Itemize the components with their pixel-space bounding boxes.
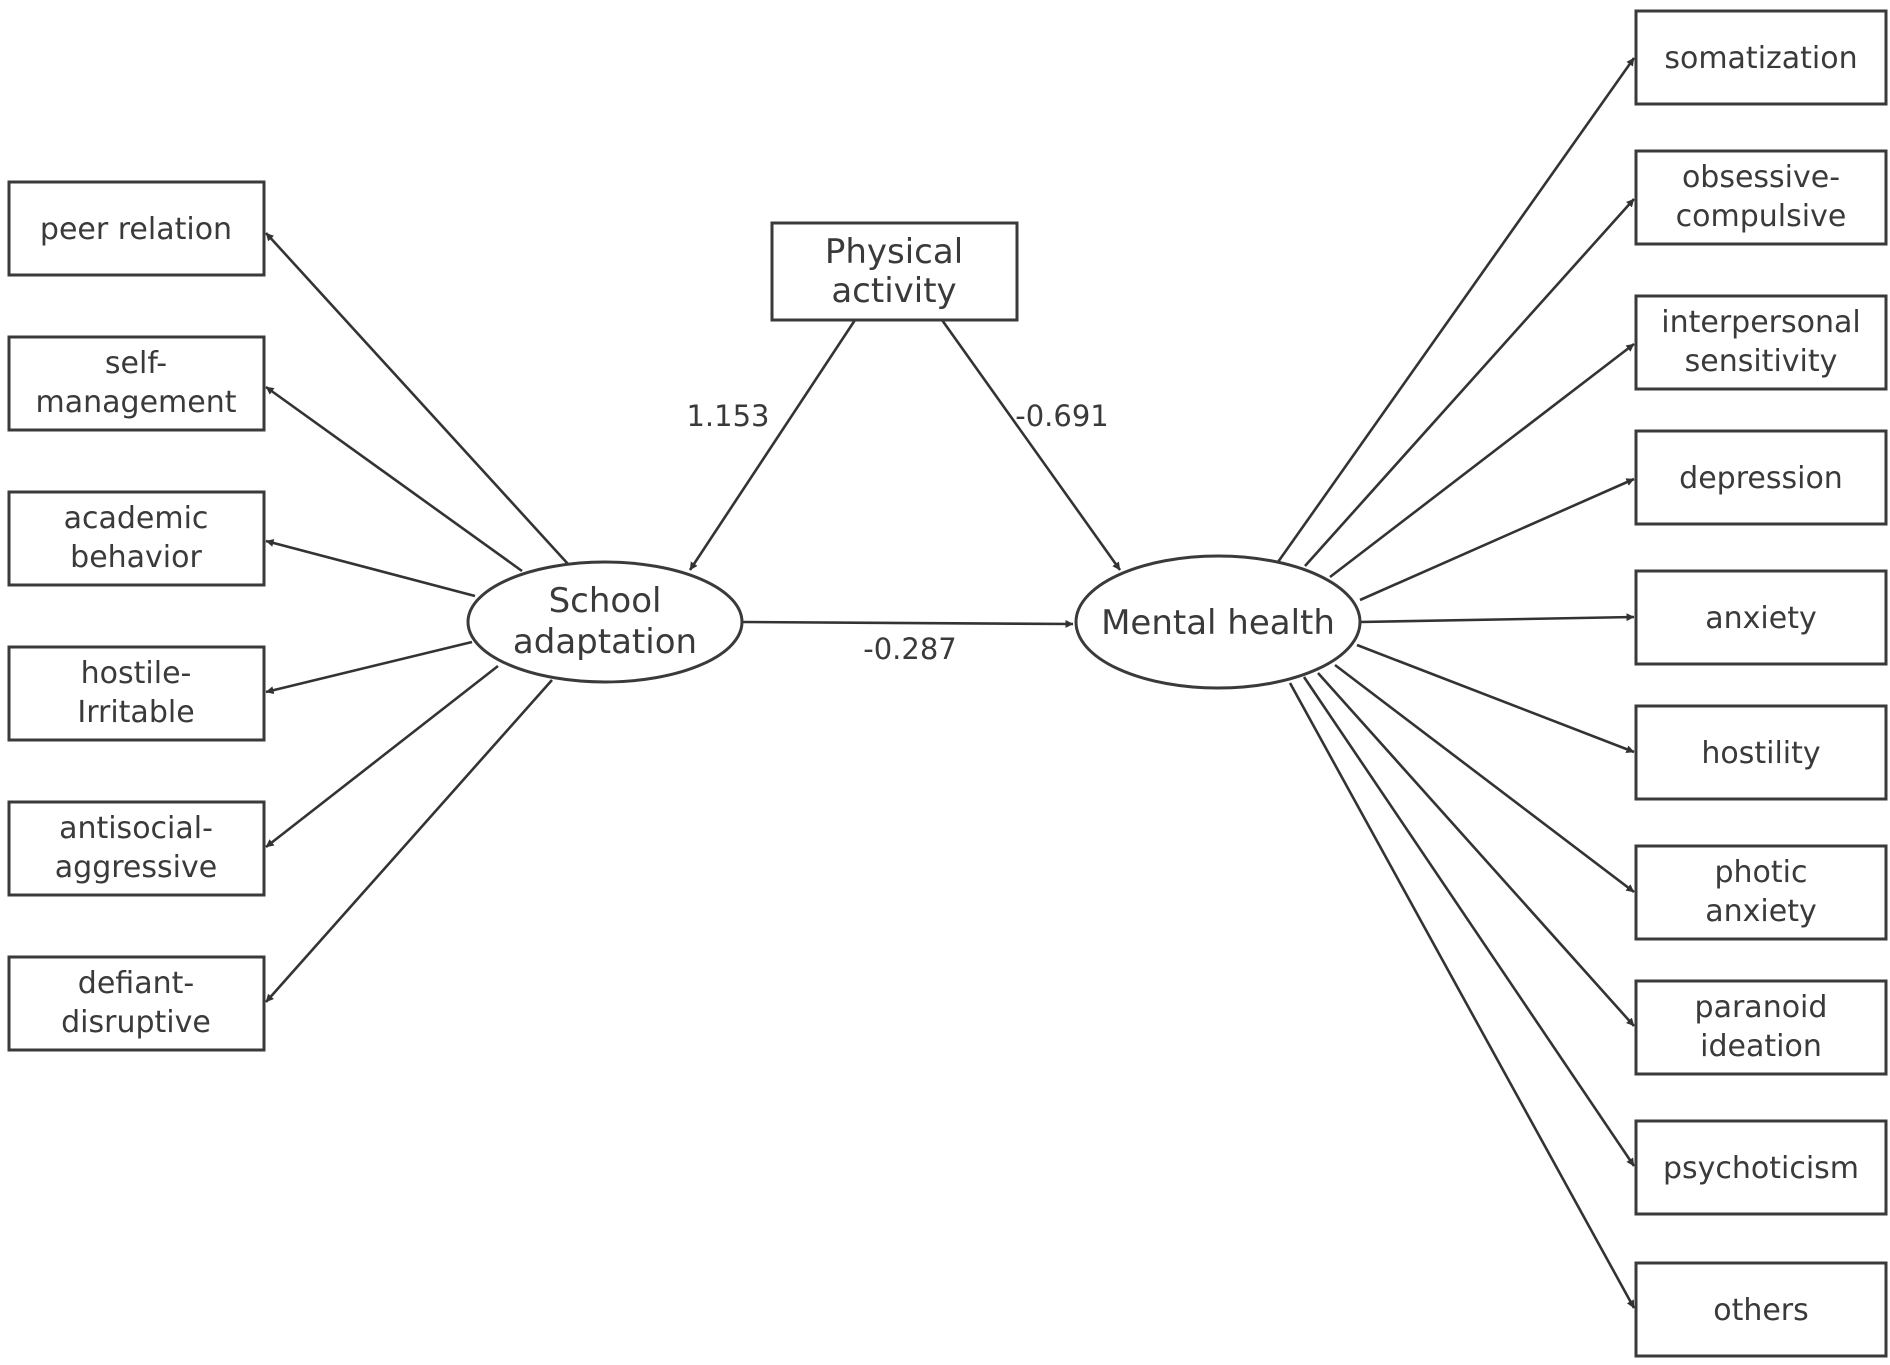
indicator-label-line2: sensitivity <box>1685 344 1838 379</box>
indicator-label-line1: academic <box>64 501 209 536</box>
indicator-academic-behavior: academic behavior <box>7 490 266 587</box>
physical-activity-node: Physical activity <box>770 221 1019 322</box>
edge-mh-obsessive-compulsive <box>1304 198 1635 567</box>
edge-sa-self-management <box>265 385 523 573</box>
indicator-label: depression <box>1679 461 1843 496</box>
indicator-obsessive-compulsive: obsessive- compulsive <box>1634 149 1888 246</box>
indicator-label-line2: behavior <box>70 540 202 575</box>
indicator-label-line2: aggressive <box>55 850 217 885</box>
physical-activity-label-line1: Physical <box>825 232 963 272</box>
indicator-label-line1: obsessive- <box>1682 160 1840 195</box>
edge-pa-to-sa <box>688 319 857 571</box>
indicator-peer-relation: peer relation <box>7 180 266 277</box>
indicator-label-line1: hostile- <box>81 656 192 691</box>
school-adaptation-label-line2: adaptation <box>513 622 697 662</box>
indicator-label: peer relation <box>40 212 232 247</box>
indicator-label-line1: paranoid <box>1695 990 1828 1025</box>
indicator-label-line1: interpersonal <box>1661 305 1860 340</box>
indicator-label-line2: Irritable <box>77 695 194 730</box>
edges-layer <box>265 57 1636 1309</box>
indicator-label-line2: management <box>36 385 237 420</box>
edge-mh-psychoticism <box>1302 676 1636 1167</box>
indicator-label: psychoticism <box>1663 1151 1859 1186</box>
edge-sa-antisocial-aggressive <box>265 664 499 849</box>
school-adaptation-label-line1: School <box>549 581 662 621</box>
edge-pa-to-mh <box>940 319 1122 571</box>
indicator-self-management: self- management <box>7 335 266 432</box>
mental-health-node: Mental health <box>1074 554 1362 690</box>
indicator-others: others <box>1634 1261 1888 1358</box>
indicator-antisocial-aggressive: antisocial- aggressive <box>7 800 266 897</box>
edge-mh-paranoid-ideation <box>1317 672 1635 1027</box>
edge-mh-photic-anxiety <box>1334 663 1635 894</box>
indicator-label-line1: photic <box>1714 855 1807 890</box>
indicator-label: others <box>1713 1293 1809 1328</box>
indicator-label: somatization <box>1664 41 1857 76</box>
edge-mh-hostility <box>1356 643 1635 754</box>
path-coefficient-sa-mh: -0.287 <box>863 632 957 666</box>
edge-mh-depression <box>1359 477 1635 602</box>
edge-mh-somatization <box>1276 57 1636 563</box>
indicator-interpersonal-sensitivity: interpersonal sensitivity <box>1634 294 1888 391</box>
indicator-label-line1: self- <box>105 346 167 381</box>
edge-sa-academic-behavior <box>265 539 476 598</box>
edge-sa-hostile-irritable <box>265 640 473 695</box>
indicator-label-line1: antisocial- <box>59 811 213 846</box>
edge-sa-to-mh <box>741 619 1074 628</box>
edge-mh-others <box>1288 682 1636 1309</box>
indicator-hostility: hostility <box>1634 704 1888 801</box>
indicator-label-line2: anxiety <box>1705 894 1816 929</box>
indicator-somatization: somatization <box>1634 9 1888 106</box>
mental-health-label: Mental health <box>1101 603 1335 643</box>
nodes-layer: Physical activity School adaptation Ment… <box>7 9 1888 1358</box>
indicator-photic-anxiety: photic anxiety <box>1634 844 1888 941</box>
path-coefficient-pa-mh: -0.691 <box>1015 399 1109 433</box>
indicator-label: anxiety <box>1705 601 1816 636</box>
indicator-anxiety: anxiety <box>1634 569 1888 666</box>
indicator-label-line2: ideation <box>1700 1029 1822 1064</box>
edge-sa-defiant-disruptive <box>265 679 553 1003</box>
indicator-label: hostility <box>1701 736 1820 771</box>
indicator-depression: depression <box>1634 429 1888 526</box>
indicator-defiant-disruptive: defiant- disruptive <box>7 955 266 1052</box>
edge-sa-peer-relation <box>265 232 569 565</box>
indicator-hostile-irritable: hostile- Irritable <box>7 645 266 742</box>
edge-mh-anxiety <box>1359 613 1635 624</box>
indicator-psychoticism: psychoticism <box>1634 1119 1888 1216</box>
indicator-label-line1: defiant- <box>78 966 194 1001</box>
school-adaptation-node: School adaptation <box>466 560 744 684</box>
path-coefficient-pa-sa: 1.153 <box>686 399 769 433</box>
indicator-label-line2: compulsive <box>1676 199 1847 234</box>
physical-activity-label-line2: activity <box>831 271 956 311</box>
indicator-paranoid-ideation: paranoid ideation <box>1634 979 1888 1076</box>
indicator-label-line2: disruptive <box>61 1005 211 1040</box>
edge-mh-interpersonal-sensitivity <box>1329 342 1635 579</box>
